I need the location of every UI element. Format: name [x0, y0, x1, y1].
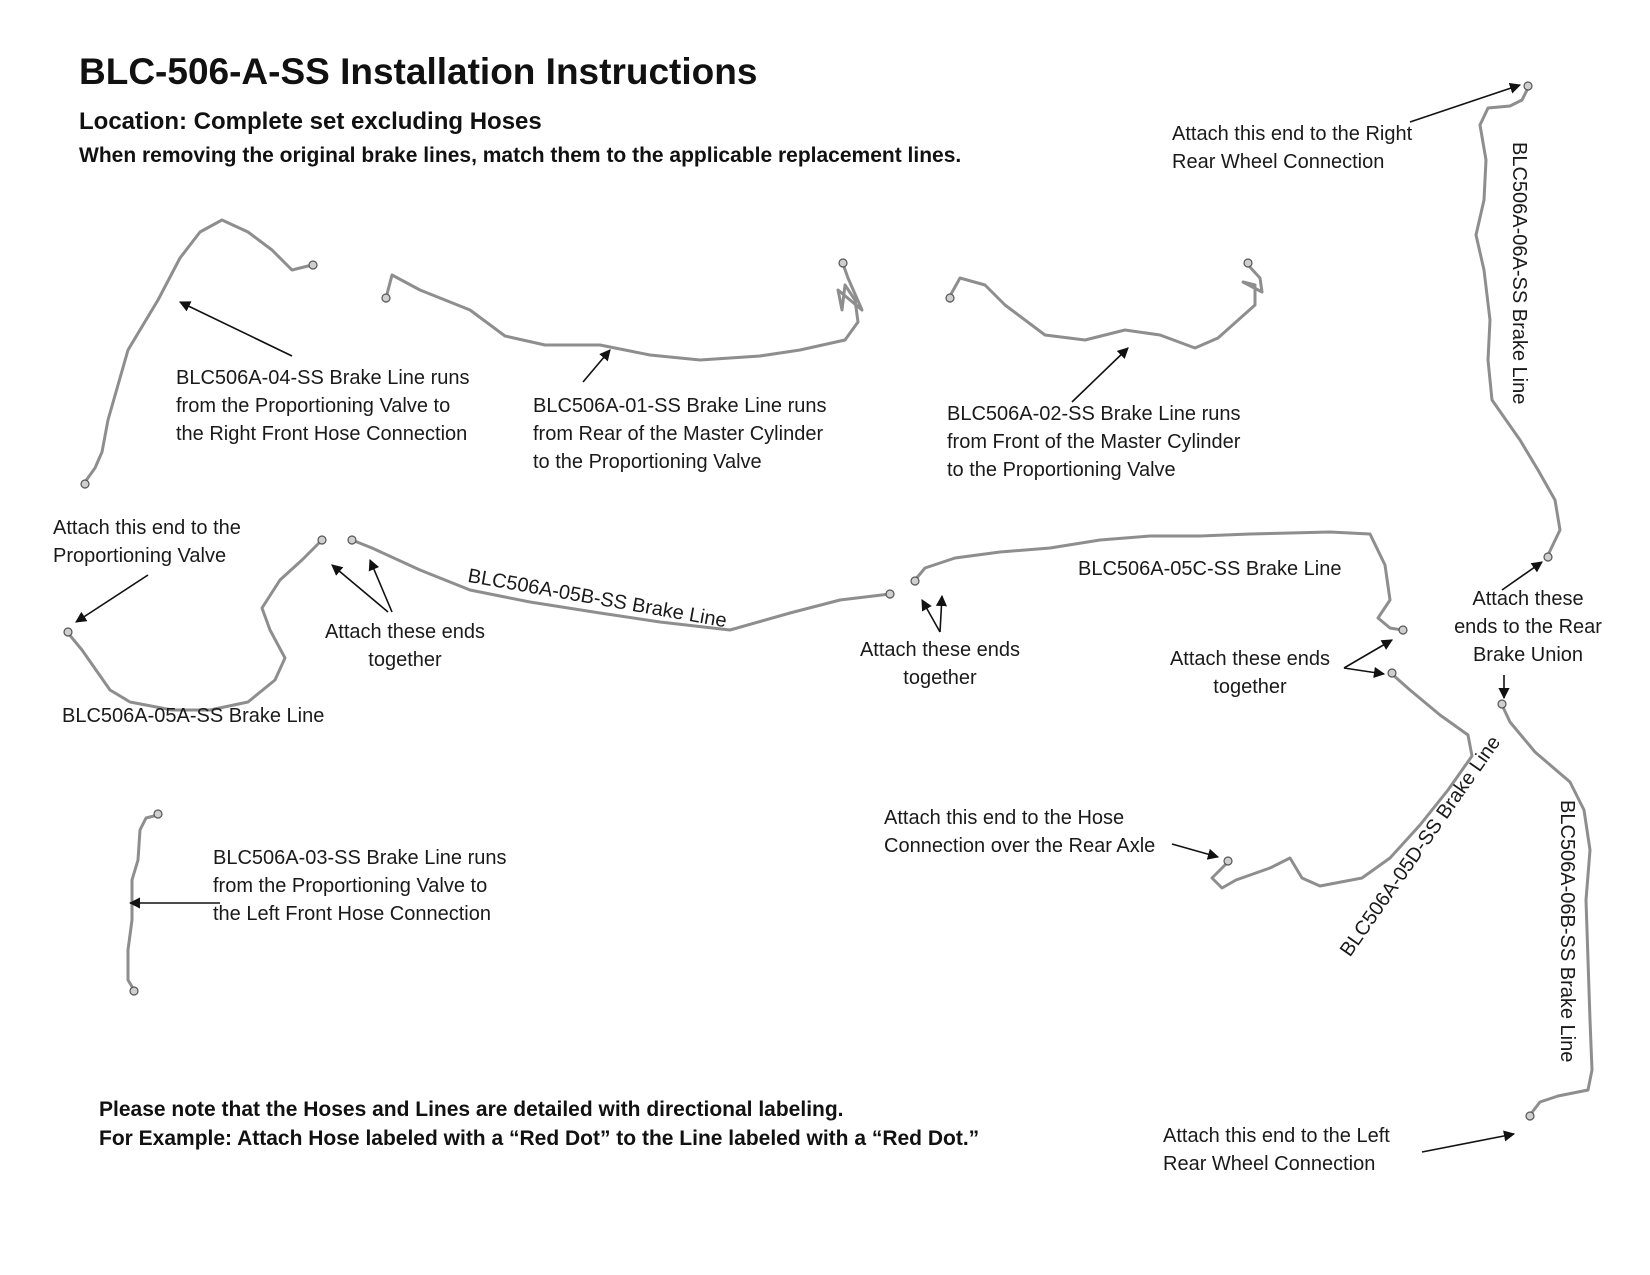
arrow-line-02 [1071, 347, 1129, 403]
arrow-line-04 [178, 301, 293, 357]
page-title: BLC-506-A-SS Installation Instructions [79, 51, 758, 92]
brake-line-02 [948, 263, 1264, 350]
label-line-05a: BLC506A-05A-SS Brake Line [62, 705, 325, 727]
location-subtitle: Location: Complete set excluding Hoses [79, 108, 542, 135]
arrow-right-rear [1409, 82, 1522, 123]
brake-line-05d [1210, 672, 1474, 890]
brake-line-04 [83, 218, 314, 484]
brake-line-06a [1474, 86, 1562, 557]
brake-line-01 [384, 262, 864, 362]
note-line-2: For Example: Attach Hose labeled with a … [99, 1127, 980, 1150]
label-line-05c: BLC506A-05C-SS Brake Line [1078, 558, 1342, 580]
brake-line-06b [1500, 703, 1594, 1117]
brake-line-05c [913, 530, 1404, 632]
arrow-together-2a [921, 599, 941, 633]
brake-line-03 [126, 813, 160, 992]
note-line-1: Please note that the Hoses and Lines are… [99, 1098, 844, 1121]
label-line-06a: BLC506A-06A-SS Brake Line [1508, 142, 1530, 405]
arrow-together-1b [368, 558, 393, 613]
arrow-together-3a [1343, 639, 1393, 669]
label-line-06b: BLC506A-06B-SS Brake Line [1556, 800, 1578, 1063]
arrow-rear-union-up [1501, 561, 1543, 591]
instruction-text: When removing the original brake lines, … [79, 144, 962, 167]
arrow-together-3b [1343, 666, 1386, 679]
arrow-line-01 [582, 349, 611, 383]
arrow-together-1a [331, 564, 389, 613]
arrow-together-2b [935, 594, 948, 633]
arrow-prop-valve [75, 574, 149, 623]
brake-line-05a [66, 538, 324, 712]
arrow-rear-axle [1171, 843, 1220, 860]
brake-line-05b [350, 538, 892, 632]
arrow-left-rear [1421, 1130, 1516, 1153]
